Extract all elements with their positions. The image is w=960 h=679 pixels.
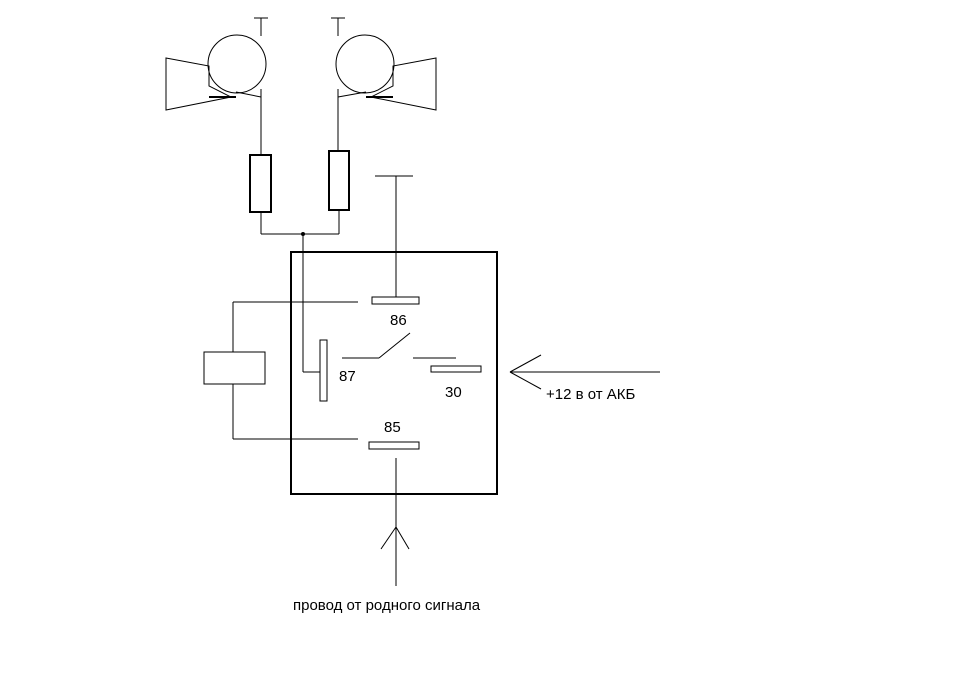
signal-wire-arrow — [380, 458, 410, 586]
horn-right — [331, 17, 437, 151]
fuse-right — [328, 150, 350, 211]
terminal-85 — [368, 441, 420, 450]
relay-coil — [203, 351, 266, 385]
terminal-87 — [319, 339, 328, 402]
terminal-86 — [371, 296, 420, 305]
pin-87-label: 87 — [339, 368, 356, 385]
coil-wires — [232, 301, 358, 440]
battery-label: +12 в от АКБ — [546, 386, 636, 403]
fuse-junction-wires — [260, 210, 340, 373]
pin-85-label: 85 — [384, 419, 401, 436]
relay-body — [290, 251, 498, 495]
battery-arrow — [509, 354, 660, 390]
ground-86 — [375, 175, 413, 297]
switch-contact — [342, 332, 456, 359]
terminal-30 — [430, 365, 482, 373]
pin-30-label: 30 — [445, 384, 462, 401]
pin-86-label: 86 — [390, 312, 407, 329]
signal-wire-label: провод от родного сигнала — [293, 597, 481, 614]
horn-left — [165, 17, 268, 155]
fuse-left — [249, 154, 272, 213]
